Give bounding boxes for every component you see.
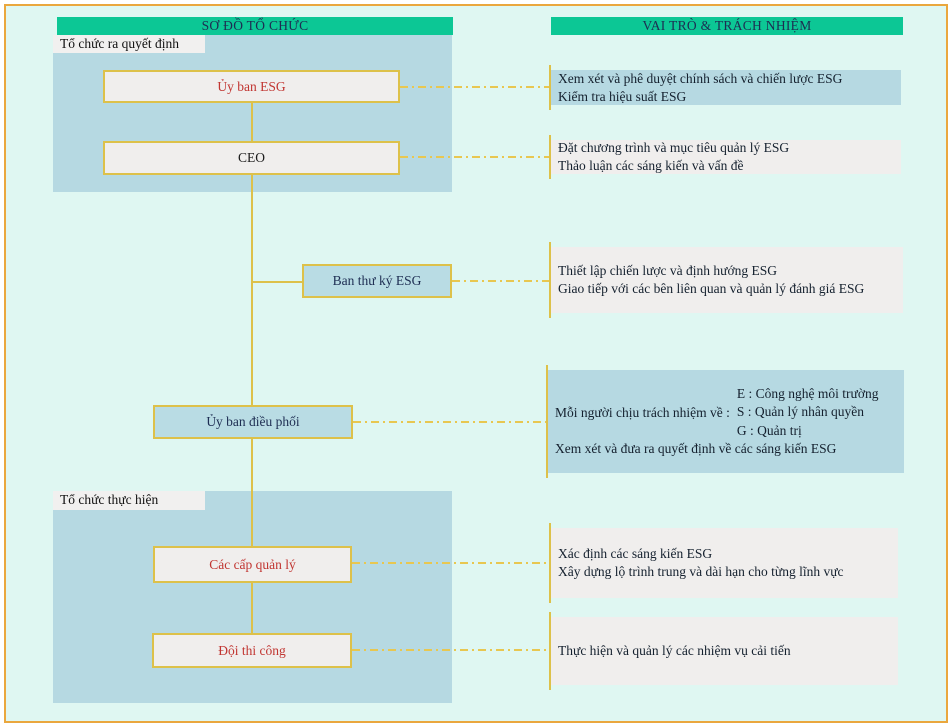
resp-line: Xác định các sáng kiến ESG — [558, 546, 713, 561]
esg-area-s: S : Quản lý nhân quyền — [736, 404, 865, 420]
decision-group-label: Tổ chức ra quyết định — [53, 35, 205, 53]
execution-group-label: Tổ chức thực hiện — [53, 491, 205, 510]
esg-area-g: G : Quản trị — [736, 422, 802, 438]
resp-line: Thực hiện và quản lý các nhiệm vụ cải ti… — [558, 643, 791, 658]
esg-areas-list: E : Công nghệ môi trường S : Quản lý nhâ… — [737, 385, 879, 441]
org-chart-header: SƠ ĐỒ TỔ CHỨC — [57, 17, 453, 35]
node-esg-committee: Ủy ban ESG — [103, 70, 400, 103]
esg-area-e: E : Công nghệ môi trường — [736, 385, 879, 401]
esg-areas-row: Mỗi người chịu trách nhiệm về : E : Công… — [555, 385, 900, 441]
roles-header: VAI TRÒ & TRÁCH NHIỆM — [551, 17, 903, 35]
resp-management-levels: Xác định các sáng kiến ESG Xây dựng lộ t… — [549, 523, 898, 603]
resp-esg-secretariat: Thiết lập chiến lược và định hướng ESG G… — [549, 242, 903, 318]
esg-areas-prefix: Mỗi người chịu trách nhiệm về : — [555, 404, 730, 420]
resp-ceo: Đặt chương trình và mục tiêu quản lý ESG… — [549, 135, 901, 179]
node-management-levels: Các cấp quản lý — [153, 546, 352, 583]
resp-line: Giao tiếp với các bên liên quan và quản … — [558, 281, 865, 296]
resp-line: Đặt chương trình và mục tiêu quản lý ESG — [558, 140, 790, 155]
resp-line: Thiết lập chiến lược và định hướng ESG — [558, 263, 777, 278]
node-construction-team: Đội thi công — [152, 633, 352, 668]
node-esg-secretariat: Ban thư ký ESG — [302, 264, 452, 298]
resp-line: Kiểm tra hiệu suất ESG — [558, 88, 687, 104]
resp-line: Thảo luận các sáng kiến và vấn đề — [558, 158, 744, 173]
resp-construction-team: Thực hiện và quản lý các nhiệm vụ cải ti… — [549, 612, 898, 690]
resp-line: Xem xét và phê duyệt chính sách và chiến… — [558, 70, 843, 86]
resp-line: Xem xét và đưa ra quyết định về các sáng… — [555, 441, 837, 457]
resp-esg-committee: Xem xét và phê duyệt chính sách và chiến… — [549, 65, 901, 110]
node-ceo: CEO — [103, 141, 400, 175]
resp-line: Xây dựng lộ trình trung và dài hạn cho t… — [558, 564, 844, 579]
execution-group-panel — [53, 491, 452, 703]
resp-coordination-committee: Mỗi người chịu trách nhiệm về : E : Công… — [546, 365, 904, 478]
node-coordination-committee: Ủy ban điều phối — [153, 405, 353, 439]
